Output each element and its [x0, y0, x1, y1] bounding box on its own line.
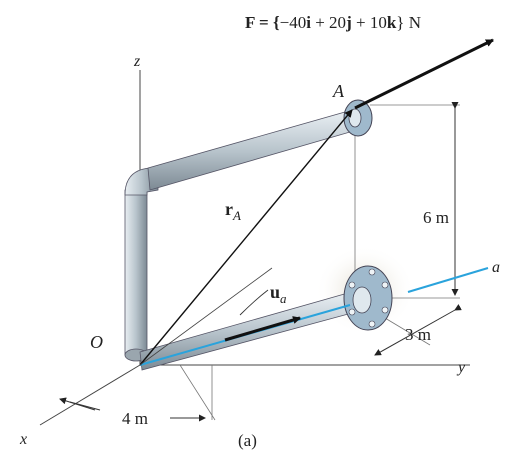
ua-label-sub: a	[280, 291, 287, 306]
dimension-4m	[59, 397, 206, 422]
ra-label-sub: A	[232, 208, 241, 223]
angle-arc	[239, 289, 269, 316]
force-label-prefix: F = {	[245, 13, 280, 32]
upper-pipe	[147, 111, 351, 191]
dimension-6m-label: 6 m	[423, 208, 449, 227]
ua-label: ua	[270, 282, 287, 306]
figure-caption: (a)	[238, 431, 257, 450]
angle-reference-line	[139, 267, 273, 366]
force-k-component: + 10	[352, 13, 387, 32]
dimension-3m	[374, 304, 462, 356]
coordinate-axes	[39, 70, 470, 426]
ua-label-main: u	[270, 282, 280, 302]
force-k-unit: k	[387, 13, 397, 32]
point-a-label: A	[332, 81, 345, 101]
force-i-unit: i	[306, 13, 311, 32]
force-i-component: −40	[280, 13, 307, 32]
force-label: F = {−40i + 20j + 10k} N	[245, 13, 421, 32]
position-vector-ra	[139, 109, 353, 366]
z-axis-label: z	[133, 53, 141, 70]
force-vector-f	[354, 38, 494, 110]
force-j-component: + 20	[311, 13, 346, 32]
ra-label: rA	[225, 199, 241, 223]
dimension-4m-label: 4 m	[122, 409, 148, 428]
axis-a-line-extended	[407, 267, 489, 293]
lower-pipe	[139, 292, 353, 371]
unit-vector-ua	[224, 316, 301, 342]
dimension-3m-label: 3 m	[405, 325, 431, 344]
origin-label: O	[90, 332, 103, 352]
force-j-unit: j	[345, 13, 352, 32]
ra-label-main: r	[225, 199, 233, 219]
force-label-suffix: } N	[396, 13, 421, 32]
x-axis-label: x	[19, 431, 27, 448]
x-axis	[39, 364, 141, 426]
vertical-pipe	[124, 189, 148, 356]
flange-lower	[343, 265, 393, 331]
y-axis-label: y	[456, 359, 466, 376]
a-axis-label: a	[492, 259, 500, 276]
